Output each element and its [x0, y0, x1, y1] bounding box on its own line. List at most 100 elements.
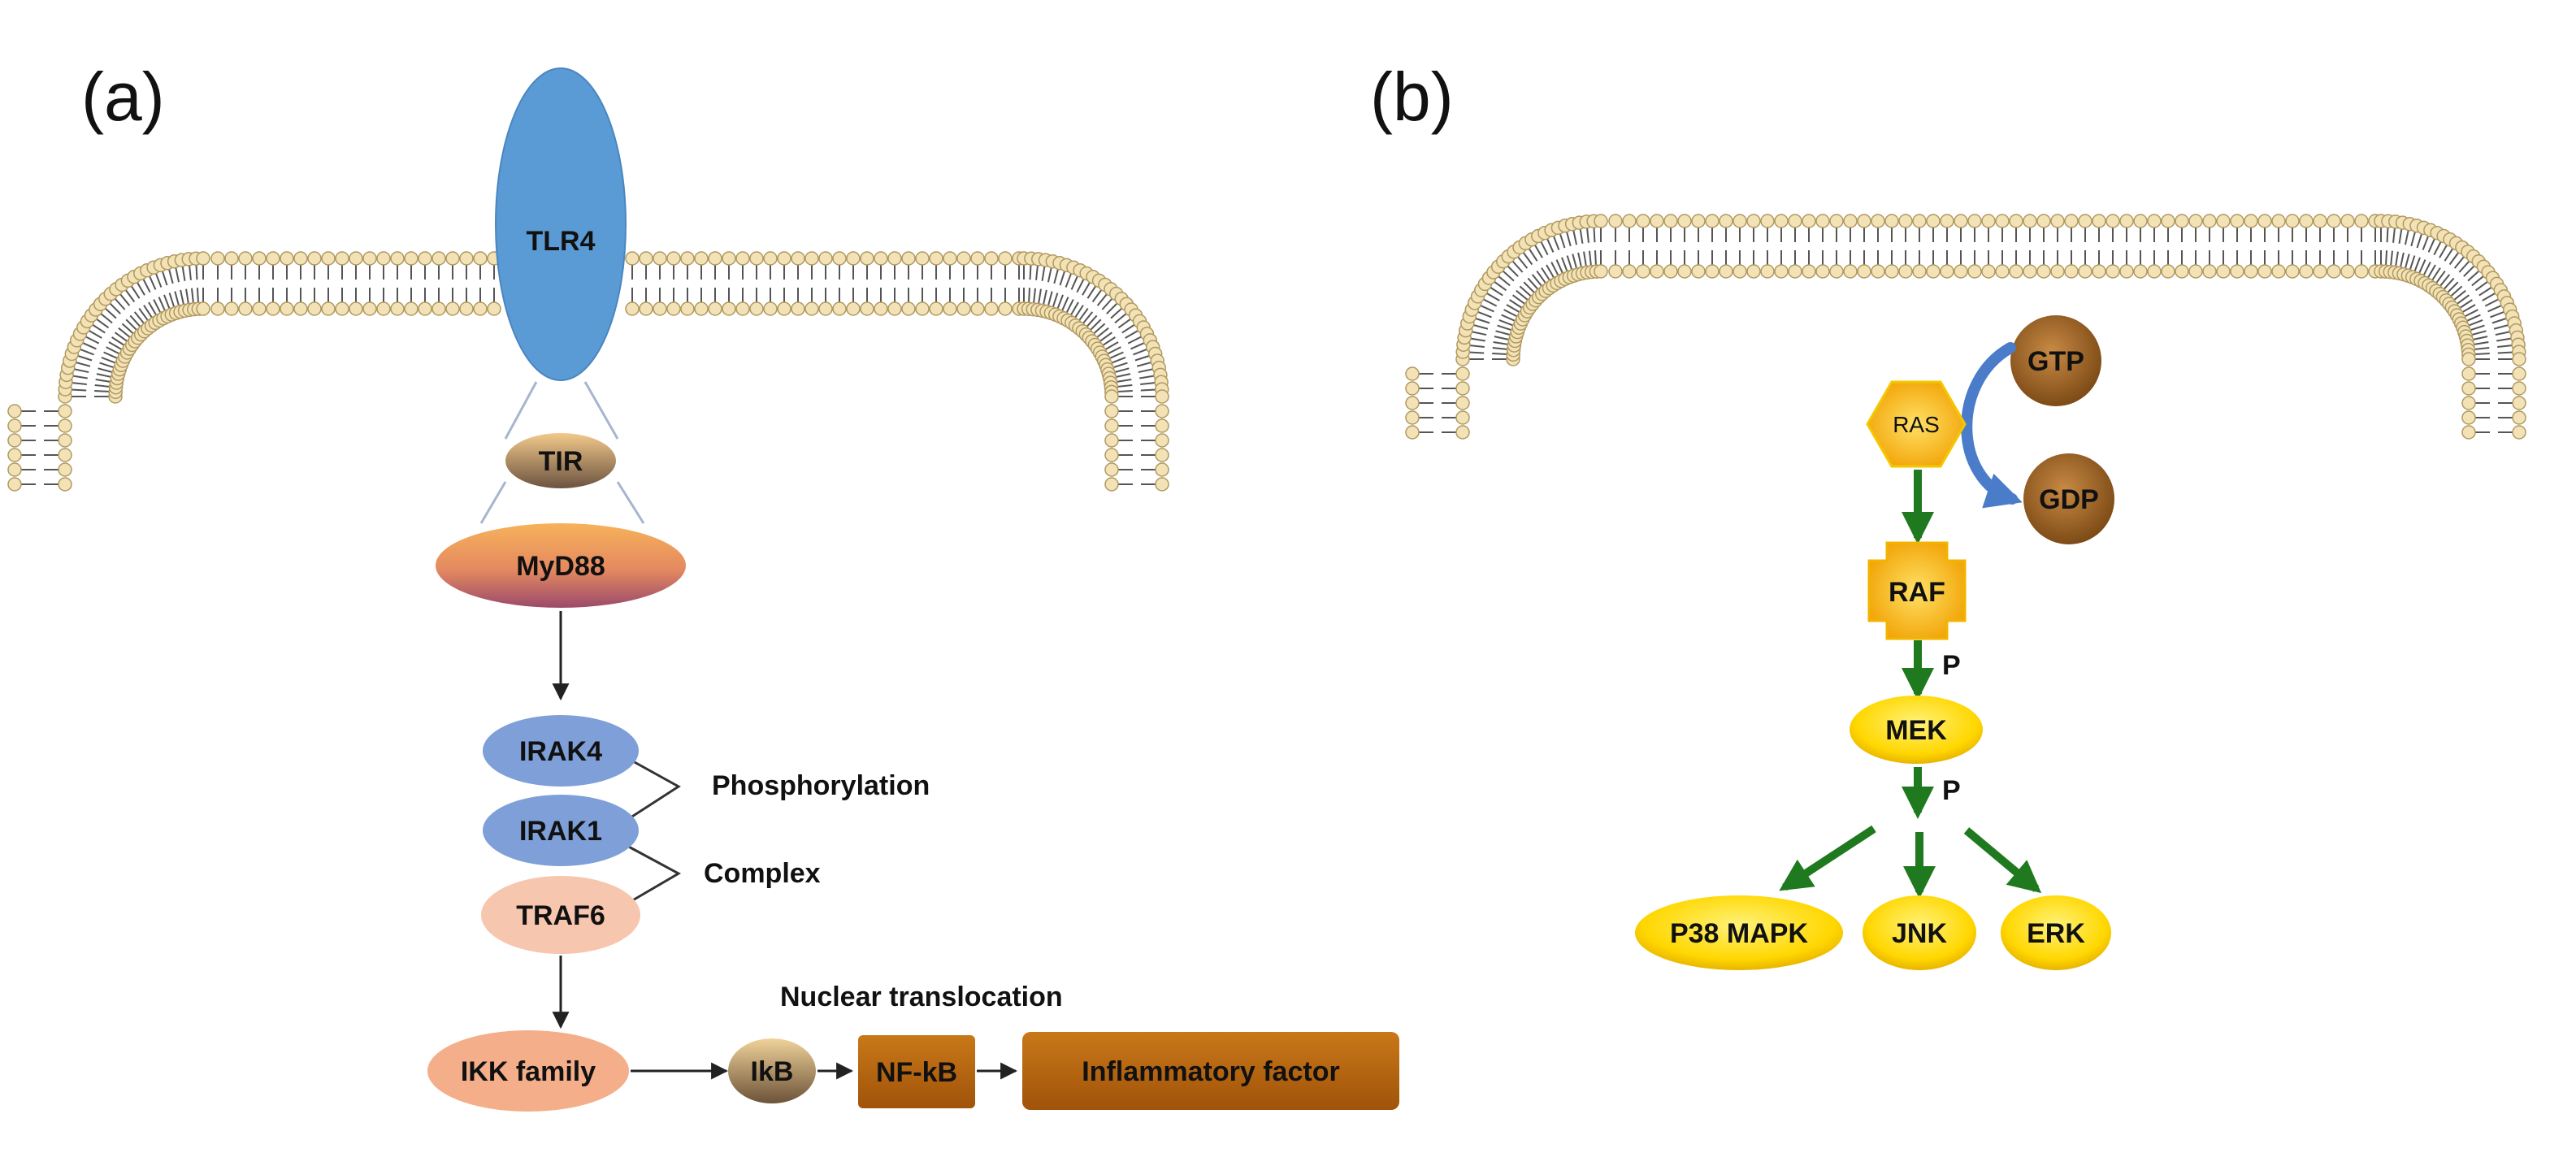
lipid-head [915, 301, 930, 316]
lipid-head [280, 301, 294, 316]
lipid-head [307, 251, 322, 266]
lipid-tail [114, 297, 141, 328]
lipid-tail [2472, 331, 2511, 341]
lipid-tail [188, 264, 194, 304]
lipid-head [749, 251, 764, 266]
lipid-tail [1095, 312, 1128, 339]
lipid-head [335, 301, 349, 316]
lipid-tail [2426, 244, 2448, 279]
lipid-tail [76, 354, 115, 369]
lipid-head [1926, 214, 1941, 228]
lipid-head [2105, 264, 2120, 279]
lipid-head [2512, 381, 2526, 396]
lipid-head [735, 251, 750, 266]
lipid-head [1155, 477, 1169, 492]
lipid-tail [1579, 228, 1587, 267]
lipid-head [1155, 462, 1169, 477]
lipid-head [1884, 264, 1899, 279]
lipid-head [639, 301, 653, 316]
lipid-head [666, 301, 681, 316]
lipid-tail [2474, 351, 2513, 355]
lipid-head [2313, 214, 2327, 228]
lipid-head [625, 301, 640, 316]
lipid-tail [1522, 251, 1547, 284]
lipid-head [1455, 425, 1470, 440]
p38-label: P38 MAPK [1670, 918, 1808, 949]
lipid-head [1650, 214, 1664, 228]
lipid-head [1594, 214, 1608, 228]
lipid-head [1608, 264, 1623, 279]
lipid-head [1663, 214, 1678, 228]
lipid-head [2313, 264, 2327, 279]
lipid-head [1954, 264, 1968, 279]
lipid-head [1104, 448, 1119, 462]
inflammatory-label: Inflammatory factor [1082, 1056, 1339, 1087]
lipid-head [1608, 214, 1623, 228]
lipid-tail [1468, 351, 1508, 355]
phosphorylation-annotation: Phosphorylation [712, 770, 930, 801]
lipid-head [1829, 214, 1844, 228]
lipid-head [7, 433, 22, 448]
lipid-head [1815, 214, 1830, 228]
arrow-mek-erk [1963, 827, 2042, 894]
gtp-to-gdp-arrow [1961, 342, 2023, 509]
phospho-label-2: P [1942, 775, 1961, 806]
lipid-head [473, 251, 488, 266]
lipid-head [818, 251, 833, 266]
inflammatory-factor [1022, 1032, 1399, 1110]
jnk-label: JNK [1892, 918, 1947, 949]
lipid-head [432, 301, 446, 316]
ikk-label: IKK family [461, 1056, 596, 1087]
lipid-head [1155, 433, 1169, 448]
lipid-head [1871, 214, 1885, 228]
gtp-molecule [2010, 315, 2101, 406]
lipid-head [196, 251, 210, 266]
lipid-tail [1593, 227, 1597, 267]
lipid-head [2147, 264, 2162, 279]
lipid-tail [1108, 341, 1146, 360]
lipid-head [860, 301, 874, 316]
lipid-tail [81, 341, 119, 360]
lipid-head [818, 301, 833, 316]
raf-label: RAF [1889, 577, 1945, 608]
lipid-tail [2456, 280, 2489, 306]
lipid-head [1912, 214, 1927, 228]
lipid-head [708, 301, 722, 316]
arrow-mek-p38 [1779, 825, 1876, 891]
raf-kinase [1867, 541, 1967, 640]
lipid-head [2271, 214, 2286, 228]
lipid-head [1636, 264, 1650, 279]
lipid-head [1898, 264, 1913, 279]
lipid-tail [1112, 354, 1151, 369]
lipid-tail [181, 265, 189, 305]
lipid-head [2512, 425, 2526, 440]
lipid-head [2461, 396, 2476, 410]
lipid-tail [1038, 265, 1046, 305]
lipid-head [2461, 410, 2476, 425]
lipid-head [1650, 264, 1664, 279]
lipid-head [2216, 214, 2231, 228]
p38-mapk-kinase [1635, 895, 1843, 970]
lipid-head [2050, 214, 2065, 228]
lipid-tail [1028, 264, 1032, 304]
lipid-tail [1474, 317, 1512, 332]
lipid-tail [1078, 288, 1103, 322]
lipid-head [1155, 404, 1169, 418]
lipid-head [293, 251, 308, 266]
lipid-tail [2452, 275, 2485, 301]
lipid-head [970, 251, 985, 266]
lipid-head [2257, 264, 2272, 279]
lipid-head [1981, 214, 1996, 228]
lipid-head [1843, 214, 1858, 228]
lipid-head [473, 301, 488, 316]
lipid-head [238, 301, 253, 316]
lipid-head [2512, 396, 2526, 410]
lipid-head [418, 251, 432, 266]
lipid-head [1746, 264, 1761, 279]
tlr4-adaptor-connectors [479, 381, 645, 524]
lipid-head [2188, 264, 2203, 279]
lipid-tail [1047, 268, 1060, 307]
lipid-tail [2446, 265, 2475, 294]
lipid-head [2064, 214, 2079, 228]
